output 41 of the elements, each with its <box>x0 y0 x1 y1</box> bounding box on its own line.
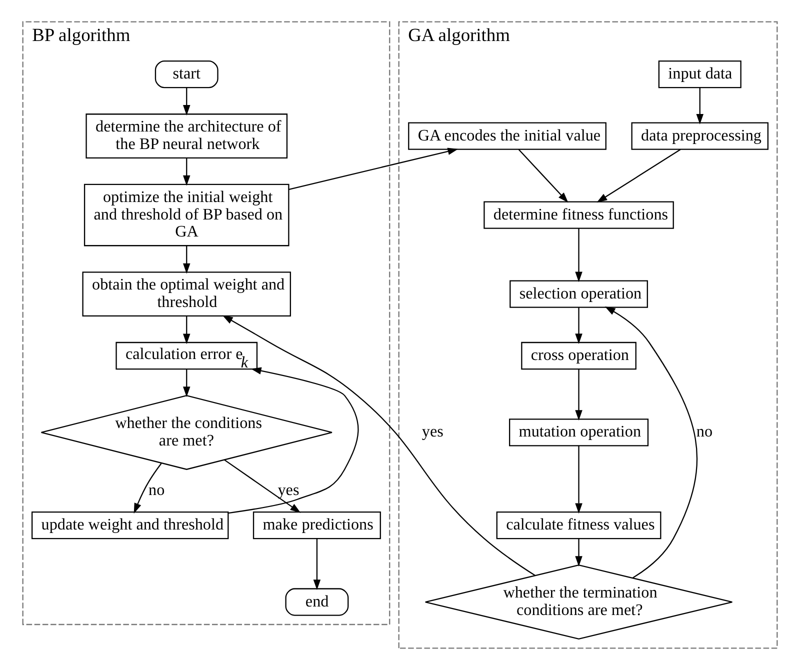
node-box: input data <box>658 60 741 88</box>
arrow <box>574 369 582 420</box>
node-box: optimize the initial weight and threshold of BP based on GA <box>83 184 289 246</box>
arrow <box>182 316 190 344</box>
arrow <box>182 369 190 397</box>
arrow <box>223 459 300 513</box>
edge-label: yes <box>421 424 443 441</box>
node-box: mutation operation <box>508 418 648 446</box>
arrow <box>182 88 190 116</box>
edge-label: yes <box>277 482 299 499</box>
arrow <box>228 367 358 514</box>
node-box: start <box>154 60 218 88</box>
node-box: data preprocessing <box>630 122 768 150</box>
arrow <box>574 308 582 344</box>
arrow <box>222 315 535 576</box>
arrow <box>133 463 162 514</box>
node-box: determine the architecture of the BP neural network <box>85 114 288 159</box>
node-box: update weight and threshold <box>31 511 228 540</box>
node-box: GA encodes the initial value <box>408 122 606 150</box>
arrow <box>696 88 704 124</box>
node-diamond: whether the conditions are met? <box>40 394 332 470</box>
arrow <box>312 538 320 590</box>
node-diamond: whether the termination conditions are met? <box>424 564 732 640</box>
arrow <box>604 306 697 578</box>
arrow <box>574 538 582 567</box>
node-box: end <box>284 588 348 616</box>
node-box: determine fitness functions <box>483 201 674 229</box>
node-box: cross operation <box>520 342 636 370</box>
node-box: selection operation <box>509 280 648 308</box>
node-box: calculate fitness values <box>496 511 661 540</box>
arrow <box>288 148 458 190</box>
arrow <box>182 246 190 274</box>
arrow <box>596 149 680 203</box>
arrow <box>182 158 190 186</box>
arrow <box>574 446 582 514</box>
arrow <box>518 149 568 203</box>
node-box: obtain the optimal weight and threshold <box>82 272 290 317</box>
node-box: make predictions <box>252 511 380 540</box>
edge-label: no <box>148 482 164 499</box>
arrow <box>574 228 582 282</box>
edge-label: no <box>696 424 712 441</box>
